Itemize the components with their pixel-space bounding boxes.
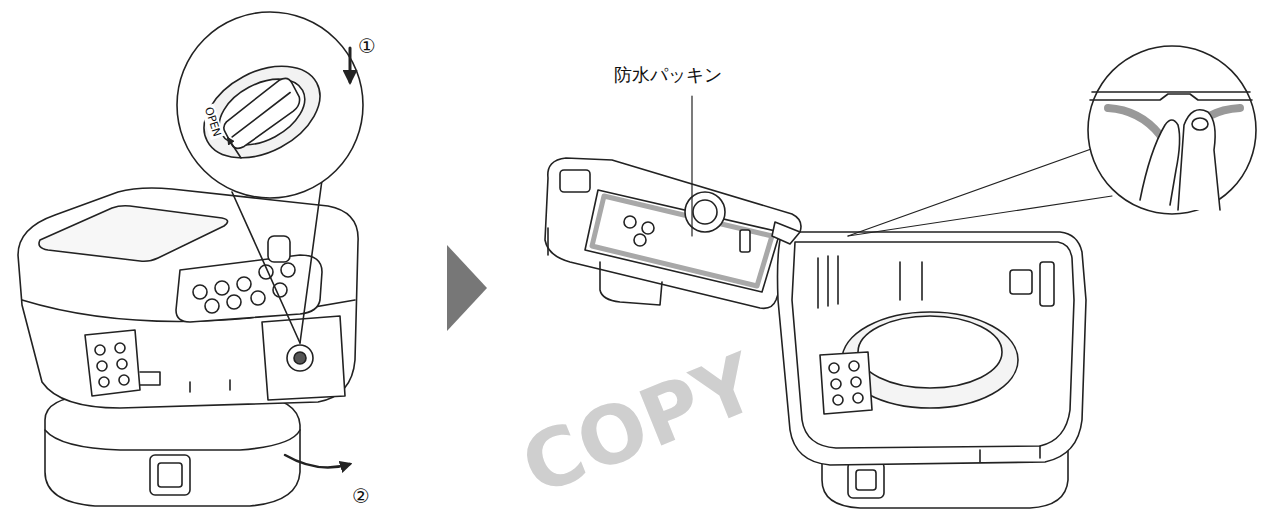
- closed-case-part: [251, 291, 265, 305]
- closed-case-part: [158, 463, 182, 487]
- closed-case-part: [115, 343, 125, 353]
- closed-case-part: [95, 345, 105, 355]
- open-case-part: [792, 242, 1074, 448]
- open-case-part: [820, 352, 872, 414]
- open-case-part: [858, 316, 1002, 388]
- open-case-part: [979, 450, 981, 462]
- open-case-part: [1010, 270, 1032, 294]
- open-case-part: [545, 158, 801, 308]
- closed-case-part: [189, 382, 191, 392]
- closed-case-part: [227, 295, 241, 309]
- open-case-part: [818, 256, 838, 308]
- closed-case-part: [177, 12, 363, 198]
- watermark: COPY: [510, 339, 769, 512]
- closed-case-part: [140, 372, 160, 385]
- open-case-part: [624, 216, 636, 228]
- open-case-part: [1088, 46, 1256, 214]
- closed-case-part: [99, 377, 109, 387]
- closed-case: [18, 12, 363, 506]
- closed-case-part: [273, 283, 287, 297]
- open-case-part: [772, 222, 800, 244]
- closed-case-part: [268, 236, 290, 262]
- open-case-part: [1040, 262, 1054, 306]
- closed-case-part: [232, 192, 300, 343]
- open-case-part: [900, 262, 922, 300]
- closed-case-part: [228, 138, 241, 158]
- closed-case-part: [117, 359, 127, 369]
- closed-case-part: [285, 455, 350, 467]
- closed-case-part: [45, 430, 300, 450]
- closed-case-part: [287, 345, 313, 371]
- open-case-part: [831, 379, 841, 389]
- closed-case-part: [349, 48, 352, 82]
- open-case-part: [634, 234, 646, 246]
- closed-case-part: [150, 455, 190, 495]
- callout-number: ②: [350, 484, 372, 508]
- closed-case-part: [39, 206, 228, 261]
- closed-case-part: [237, 277, 251, 291]
- open-case-part: [856, 470, 876, 490]
- open-case-part: [1039, 446, 1041, 458]
- closed-case-part: [281, 263, 295, 277]
- open-case-part: [829, 363, 839, 373]
- open-case-part: [585, 190, 780, 292]
- closed-case-part: [85, 330, 140, 396]
- closed-case-part: [294, 352, 306, 364]
- closed-case-part: [119, 375, 129, 385]
- open-case-part: [848, 196, 1112, 236]
- closed-case-part: [176, 255, 322, 322]
- closed-case-part: [45, 395, 300, 506]
- open-case-part: [547, 228, 549, 255]
- open-case-part: [693, 200, 717, 224]
- open-case-part: [691, 96, 692, 236]
- closed-case-part-part: [208, 66, 316, 159]
- transition-arrow: [447, 245, 487, 331]
- open-case-part: [642, 222, 654, 234]
- open-case-part: [1178, 110, 1220, 210]
- open-case-part: [560, 170, 590, 192]
- open-case-part: [848, 462, 884, 498]
- open-case-part: [740, 230, 750, 252]
- open-case-part: [1140, 120, 1180, 205]
- closed-case-part: [193, 285, 207, 299]
- part-name: 防水パッキン: [612, 64, 724, 86]
- open-case-part: [853, 393, 863, 403]
- open-case-part: [778, 232, 1087, 465]
- open-case-part: [849, 361, 859, 371]
- open-case-part: [592, 196, 772, 286]
- open-case-part: [600, 262, 662, 305]
- closed-case-part: [188, 48, 335, 177]
- closed-case-part-part: [188, 48, 335, 177]
- open-case-part: [833, 395, 843, 405]
- closed-case-part: [97, 361, 107, 371]
- open-case-part: [848, 148, 1094, 236]
- callout-number: ①: [356, 34, 378, 58]
- closed-case-part-part: [227, 93, 296, 137]
- closed-case-part: [229, 380, 231, 390]
- closed-case-part: [262, 316, 345, 400]
- open-case-part: [1090, 92, 1252, 100]
- open-case-part: [851, 377, 861, 387]
- closed-case-part: [205, 299, 219, 313]
- closed-case-part: [18, 188, 358, 408]
- closed-case-part: [215, 281, 229, 295]
- open-case-part: [1192, 118, 1208, 130]
- closed-case-part: [300, 180, 322, 343]
- open-case-part: [685, 192, 725, 232]
